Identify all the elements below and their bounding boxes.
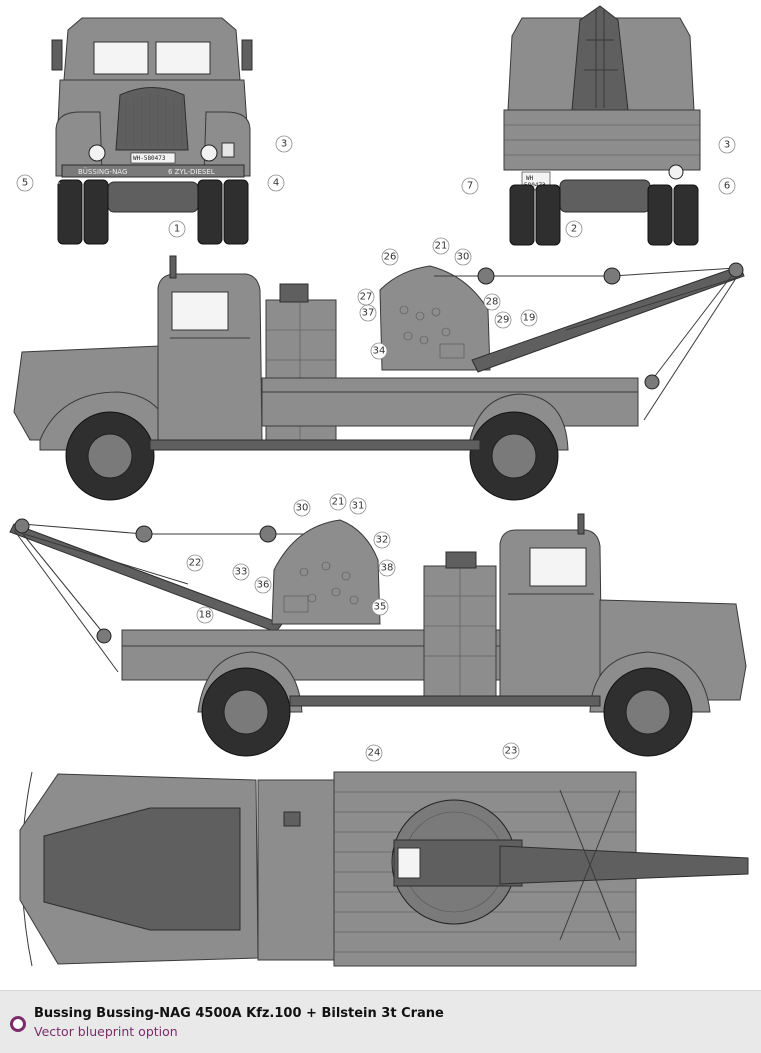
- callout-7: 7: [461, 177, 479, 195]
- svg-text:6: 6: [724, 181, 730, 192]
- callout-37: 37: [359, 304, 377, 322]
- svg-text:27: 27: [360, 292, 373, 303]
- rear-license-plate-line2: 580473: [524, 182, 546, 189]
- svg-text:5: 5: [22, 178, 28, 189]
- callout-22: 22: [186, 554, 204, 572]
- caption-subtitle: Vector blueprint option: [34, 1024, 178, 1039]
- callout-28: 28: [483, 293, 501, 311]
- callout-32: 32: [373, 531, 391, 549]
- callout-26: 26: [381, 248, 399, 266]
- callouts: 1 3 4 5 2 3 6 7 19 21 26 27 28 29 30 34 …: [16, 135, 736, 762]
- callout-33: 33: [232, 563, 250, 581]
- callout-23: 23: [502, 742, 520, 760]
- callout-19: 19: [520, 309, 538, 327]
- left-side-view: [9, 513, 747, 757]
- callout-27: 27: [357, 288, 375, 306]
- svg-text:34: 34: [373, 346, 386, 357]
- svg-text:30: 30: [457, 252, 470, 263]
- callout-29: 29: [494, 311, 512, 329]
- svg-text:2: 2: [571, 224, 577, 235]
- caption-bar: Bussing Bussing-NAG 4500A Kfz.100 + Bils…: [0, 990, 761, 1053]
- svg-text:31: 31: [352, 501, 365, 512]
- svg-text:33: 33: [235, 567, 248, 578]
- callout-24: 24: [365, 744, 383, 762]
- blueprint-drawing: WH-580473 BÜSSING-NAG 6 ZYL-DIESEL WH 58…: [9, 5, 749, 967]
- front-bumper-lettering-right: 6 ZYL-DIESEL: [168, 168, 215, 176]
- front-bumper-lettering-left: BÜSSING-NAG: [78, 167, 127, 176]
- callout-35: 35: [371, 598, 389, 616]
- svg-text:35: 35: [374, 602, 387, 613]
- callout-18: 18: [196, 606, 214, 624]
- svg-text:26: 26: [384, 252, 397, 263]
- svg-text:1: 1: [174, 224, 180, 235]
- callout-3-rear: 3: [718, 136, 736, 154]
- svg-text:38: 38: [381, 563, 394, 574]
- svg-text:22: 22: [189, 558, 202, 569]
- svg-text:3: 3: [281, 139, 287, 150]
- callout-30-left: 30: [293, 499, 311, 517]
- svg-text:37: 37: [362, 308, 375, 319]
- svg-text:21: 21: [332, 497, 345, 508]
- callout-6: 6: [718, 177, 736, 195]
- right-side-view: [13, 255, 745, 501]
- front-license-plate: WH-580473: [133, 155, 166, 162]
- rear-license-plate-line1: WH: [526, 175, 534, 182]
- callout-5: 5: [16, 174, 34, 192]
- svg-text:32: 32: [376, 535, 389, 546]
- svg-text:4: 4: [273, 178, 279, 189]
- svg-text:3: 3: [724, 140, 730, 151]
- callout-21-left: 21: [329, 493, 347, 511]
- svg-text:24: 24: [368, 748, 381, 759]
- caption-title: Bussing Bussing-NAG 4500A Kfz.100 + Bils…: [34, 1006, 444, 1021]
- callout-36: 36: [254, 576, 272, 594]
- svg-text:7: 7: [467, 181, 473, 192]
- svg-text:23: 23: [505, 746, 518, 757]
- callout-30-right: 30: [454, 248, 472, 266]
- svg-text:36: 36: [257, 580, 270, 591]
- callout-3-front: 3: [275, 135, 293, 153]
- front-view: WH-580473 BÜSSING-NAG 6 ZYL-DIESEL: [51, 17, 253, 245]
- svg-text:19: 19: [523, 313, 536, 324]
- svg-text:28: 28: [486, 297, 499, 308]
- svg-text:29: 29: [497, 315, 510, 326]
- callout-2: 2: [565, 220, 583, 238]
- svg-text:21: 21: [435, 241, 448, 252]
- svg-text:30: 30: [296, 503, 309, 514]
- callout-34: 34: [370, 342, 388, 360]
- callout-38: 38: [378, 559, 396, 577]
- callout-4: 4: [267, 174, 285, 192]
- callout-21-right: 21: [432, 237, 450, 255]
- ring-bullet-icon: [10, 1016, 26, 1032]
- callout-1: 1: [168, 220, 186, 238]
- rear-view: WH 580473: [503, 5, 701, 246]
- svg-text:18: 18: [199, 610, 212, 621]
- top-view: [19, 771, 749, 967]
- callout-31: 31: [349, 497, 367, 515]
